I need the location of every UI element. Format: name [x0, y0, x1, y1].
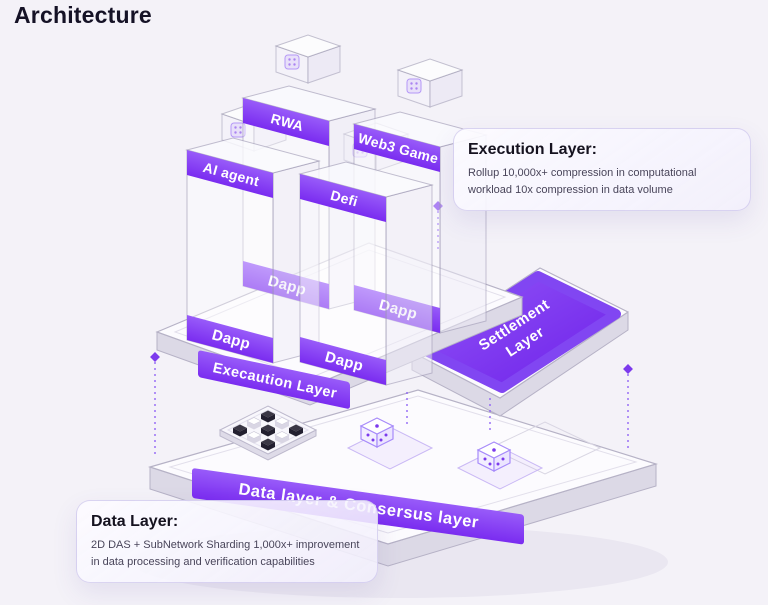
data-layer-callout: Data Layer: 2D DAS + SubNetwork Sharding…: [76, 500, 378, 583]
ghost-cube-rwa: [274, 34, 342, 84]
page-title: Architecture: [14, 2, 152, 28]
app-cube-icon: [406, 78, 422, 94]
empty-tray: [488, 421, 602, 475]
dapp-bar-3: [187, 315, 273, 364]
execution-callout-body: Rollup 10,000x+ compression in computati…: [468, 167, 697, 196]
app-cube-icon: [284, 54, 300, 70]
column-ai-agent: AI agent Dapp: [185, 137, 321, 364]
defi-label: Defi: [329, 187, 360, 210]
dice-cube-icon-1: [359, 417, 395, 448]
web3-game-label-bar: [354, 124, 440, 173]
keypad-icon: [218, 405, 318, 461]
ai-agent-label-bar: [187, 150, 273, 199]
dapp-bar-4: [300, 337, 386, 386]
ghost-cube-web3-game: [396, 58, 464, 108]
data-callout-title: Data Layer:: [91, 513, 179, 530]
dice-cube-icon-2: [476, 441, 512, 472]
data-callout-body: 2D DAS + SubNetwork Sharding 1,000x+ imp…: [91, 539, 360, 568]
rwa-label-bar: [243, 98, 329, 147]
execution-layer-callout: Execution Layer: Rollup 10,000x+ compres…: [453, 128, 751, 211]
defi-label-bar: [300, 174, 386, 223]
column-defi: Defi Dapp: [298, 161, 434, 386]
diamond-marker: [150, 352, 160, 362]
execution-callout-title: Execution Layer:: [468, 141, 597, 158]
diamond-marker: [623, 364, 633, 374]
app-cube-icon: [230, 122, 246, 138]
